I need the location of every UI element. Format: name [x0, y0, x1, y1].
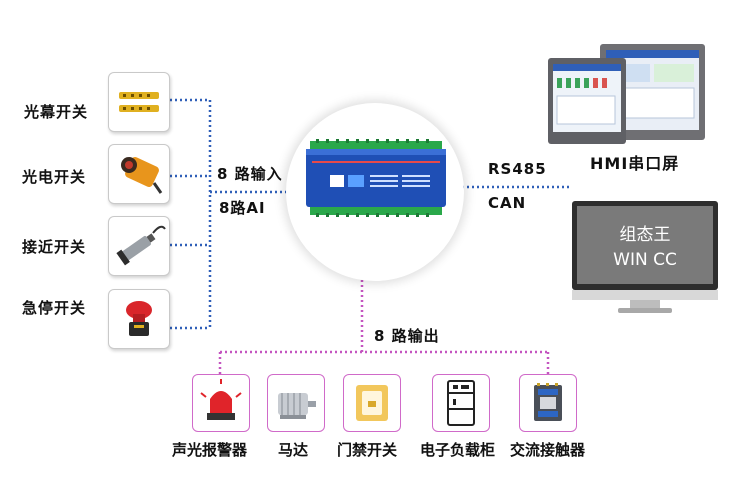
proximity-sensor-icon	[116, 225, 166, 266]
can-label: CAN	[488, 194, 527, 212]
contactor-box	[519, 374, 577, 432]
contactor-icon	[534, 383, 562, 421]
monitor-neck	[630, 300, 660, 308]
input-label-light-curtain: 光幕开关	[24, 103, 89, 121]
alarm-light-box	[192, 374, 250, 432]
digital-input-label: 8 路输入	[217, 165, 283, 183]
load-cabinet-icon	[447, 380, 475, 426]
input-label-proximity: 接近开关	[22, 238, 87, 256]
alarm-light-icon	[200, 379, 242, 420]
emergency-stop-box	[108, 289, 170, 349]
motor-icon	[278, 393, 316, 419]
monitor-chin	[572, 290, 718, 300]
monitor-line-1: 组态王	[619, 225, 671, 245]
hmi-label: HMI串口屏	[590, 154, 680, 173]
output-label-motor: 马达	[278, 441, 309, 459]
analog-input-label: 8路AI	[219, 199, 266, 217]
input-label-photoelectric: 光电开关	[22, 168, 87, 186]
monitor-stand	[618, 308, 672, 313]
rs485-label: RS485	[488, 160, 547, 178]
input-label-emergency-stop: 急停开关	[22, 299, 87, 317]
output-label-contactor: 交流接触器	[510, 441, 586, 459]
hmi-screen-icon	[548, 44, 705, 144]
photoelectric-box	[108, 144, 170, 204]
access-switch-icon	[356, 385, 388, 421]
motor-box	[267, 374, 325, 432]
output-label-access: 门禁开关	[337, 441, 398, 459]
output-label-alarm: 声光报警器	[172, 441, 248, 459]
output-label: 8 路输出	[374, 327, 440, 345]
controller-circle	[286, 103, 464, 281]
io-controller-icon	[306, 139, 446, 217]
monitor-screen: 组态王 WIN CC	[577, 206, 713, 284]
light-curtain-icon	[119, 92, 159, 112]
proximity-box	[108, 216, 170, 276]
load-cabinet-box	[432, 374, 490, 432]
light-curtain-box	[108, 72, 170, 132]
access-switch-box	[343, 374, 401, 432]
monitor-line-2: WIN CC	[613, 250, 677, 270]
photoelectric-sensor-icon	[121, 157, 163, 194]
emergency-stop-icon	[126, 301, 152, 336]
output-label-load-cabinet: 电子负载柜	[420, 441, 496, 459]
